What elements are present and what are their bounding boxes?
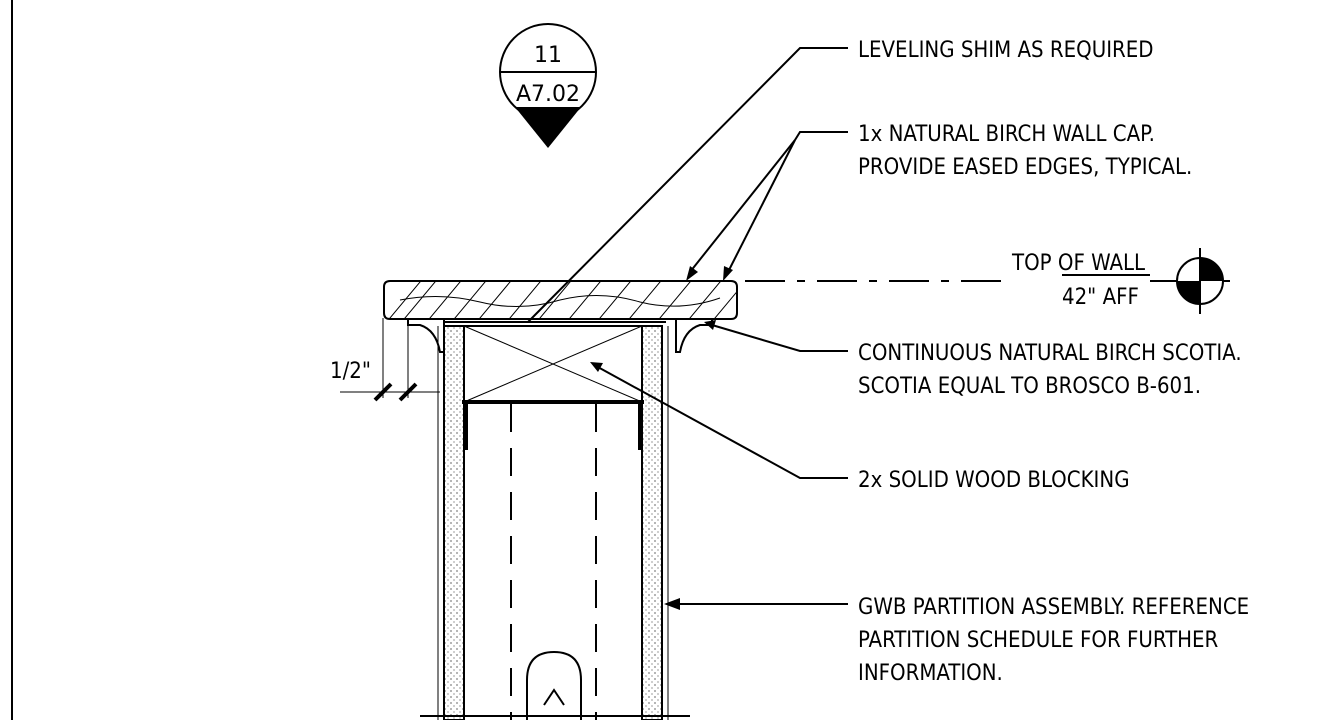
dimension-label: 1/2"	[330, 359, 371, 384]
elevation-value: 42" AFF	[1062, 285, 1139, 310]
scotia-left	[407, 318, 445, 353]
elevation-datum-icon	[1176, 248, 1224, 314]
note-cap-line2: PROVIDE EASED EDGES, TYPICAL.	[858, 155, 1192, 180]
outlet-box-outline	[526, 650, 582, 720]
leader-lines	[527, 47, 848, 610]
leader-blocking	[595, 365, 848, 479]
leader-scotia	[711, 324, 848, 352]
detail-number: 11	[534, 43, 562, 68]
note-gwb-line3: INFORMATION.	[858, 661, 1003, 686]
wall-cap-hatch	[384, 281, 737, 319]
scotia-right	[675, 318, 713, 353]
detail-tag-pointer	[515, 107, 581, 148]
elevation-label: TOP OF WALL	[1011, 251, 1145, 276]
note-scotia-line2: SCOTIA EQUAL TO BROSCO B-601.	[858, 374, 1201, 399]
detail-tag[interactable]: 11 A7.02	[499, 23, 597, 148]
note-blocking: 2x SOLID WOOD BLOCKING	[858, 468, 1130, 493]
gwb-board-left	[443, 325, 465, 720]
note-gwb-line1: GWB PARTITION ASSEMBLY. REFERENCE	[858, 595, 1249, 620]
note-scotia-line1: CONTINUOUS NATURAL BIRCH SCOTIA.	[858, 341, 1242, 366]
gwb-board-right	[641, 325, 663, 720]
note-shim: LEVELING SHIM AS REQUIRED	[858, 38, 1154, 63]
gwb-partition	[420, 325, 690, 720]
elevation-marker: TOP OF WALL 42" AFF	[745, 248, 1230, 314]
note-cap-line1: 1x NATURAL BIRCH WALL CAP.	[858, 122, 1155, 147]
note-gwb-line2: PARTITION SCHEDULE FOR FURTHER	[858, 628, 1219, 653]
notes: LEVELING SHIM AS REQUIRED 1x NATURAL BIR…	[858, 38, 1249, 686]
section-arrow	[543, 688, 565, 706]
leader-cap	[794, 131, 848, 141]
wood-blocking	[462, 325, 644, 450]
detail-sheet-ref: A7.02	[516, 82, 580, 107]
wall-cap-outline	[383, 280, 738, 320]
wall-cap	[383, 280, 738, 320]
dimension-half-inch: 1/2"	[330, 318, 440, 402]
leader-shim	[527, 47, 848, 323]
